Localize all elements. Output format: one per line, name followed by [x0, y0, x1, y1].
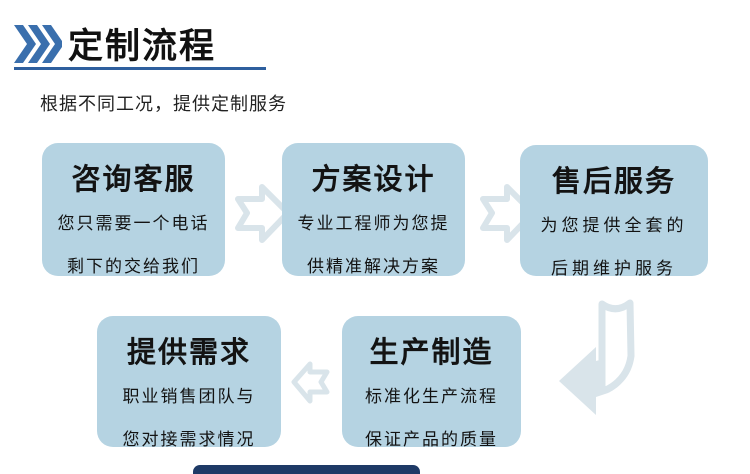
step-desc-line: 标准化生产流程 [365, 387, 498, 406]
section-subtitle: 根据不同工况，提供定制服务 [40, 94, 287, 114]
step-title: 售后服务 [551, 166, 676, 198]
arrow-right-icon [231, 182, 295, 251]
flow-step-design: 方案设计 专业工程师为您提 供精准解决方案 [282, 143, 465, 276]
step-desc-line: 保证产品的质量 [365, 430, 498, 449]
step-title: 咨询客服 [71, 164, 196, 196]
step-desc-line: 后期维护服务 [551, 259, 677, 278]
step-desc-line: 专业工程师为您提 [297, 214, 450, 233]
step-desc-line: 您只需要一个电话 [57, 214, 210, 233]
section-title: 定制流程 [68, 27, 217, 66]
flow-step-requirements: 提供需求 职业销售团队与 您对接需求情况 [97, 316, 281, 449]
flow-step-aftersale: 售后服务 为您提供全套的 后期维护服务 [520, 145, 708, 278]
arrow-right-icon [476, 182, 540, 251]
step-desc-line: 为您提供全套的 [540, 216, 688, 235]
next-section-bar [193, 465, 420, 474]
arrow-down-left-ribbon-icon [548, 294, 644, 425]
step-desc-line: 职业销售团队与 [122, 387, 256, 406]
step-desc-line: 剩下的交给我们 [67, 257, 200, 276]
triple-chevron-right-icon [14, 25, 62, 68]
step-desc-line: 供精准解决方案 [307, 257, 440, 276]
arrow-left-icon [290, 360, 332, 411]
step-title: 生产制造 [369, 337, 494, 369]
title-underline [14, 67, 266, 70]
flow-step-consult: 咨询客服 您只需要一个电话 剩下的交给我们 [42, 143, 225, 276]
step-desc-line: 您对接需求情况 [122, 430, 256, 449]
step-title: 方案设计 [311, 164, 436, 196]
step-title: 提供需求 [126, 337, 251, 369]
flow-step-production: 生产制造 标准化生产流程 保证产品的质量 [342, 316, 521, 449]
